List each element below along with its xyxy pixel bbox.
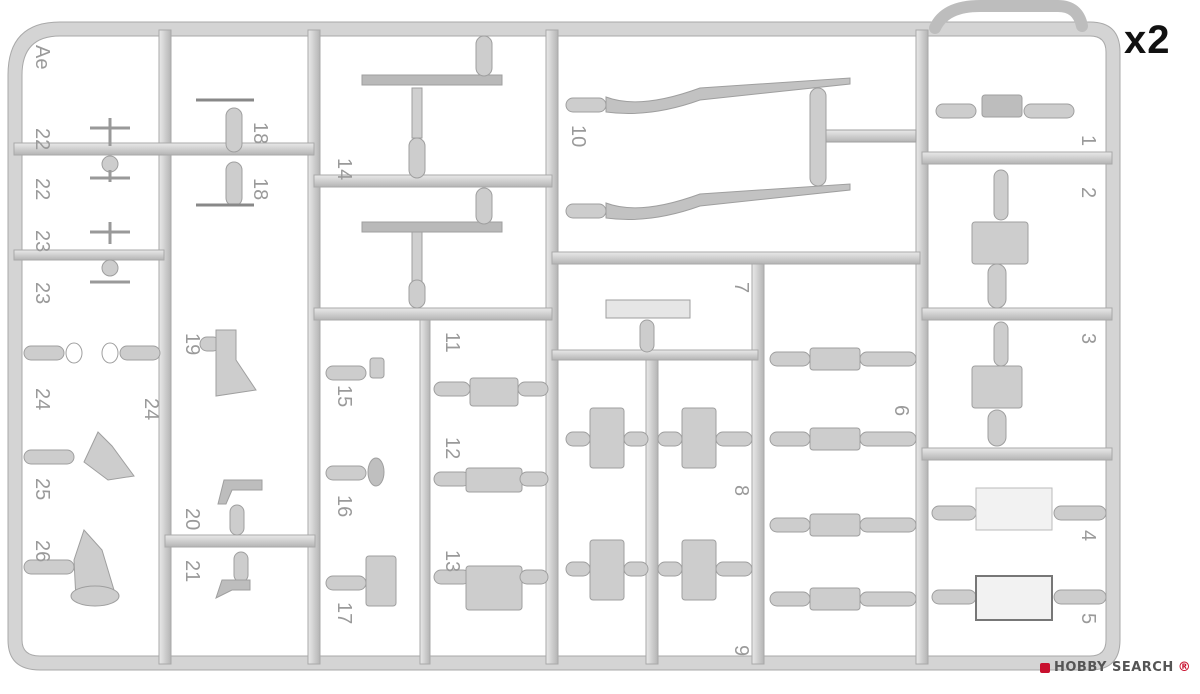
runner-v2 (307, 29, 321, 665)
part-number-4: 4 (1077, 530, 1099, 541)
runner-v4 (545, 29, 559, 665)
runner-v6 (751, 261, 765, 665)
part-number-5: 5 (1077, 613, 1099, 624)
part-number-16: 16 (333, 495, 355, 517)
part-number-8: 8 (730, 485, 752, 496)
part-number-11: 11 (441, 332, 463, 353)
watermark-text: HOBBY SEARCH (1054, 660, 1174, 675)
part-number-6: 6 (890, 405, 912, 416)
part-number-24: 24 (140, 398, 162, 420)
watermark-registered: ® (1177, 660, 1192, 675)
multiplier-label: x2 (1124, 18, 1171, 62)
part-number-22: 22 (31, 178, 53, 200)
part-number-20: 20 (181, 508, 203, 530)
sprue-code-label: Ae (31, 45, 53, 69)
part-number-7: 7 (730, 282, 752, 293)
part-number-17: 17 (333, 602, 355, 624)
part-number-21: 21 (181, 560, 203, 582)
part-number-1: 1 (1077, 135, 1099, 146)
part-number-13: 13 (441, 550, 463, 572)
part-number-22: 22 (31, 128, 53, 150)
part-number-19: 19 (181, 333, 203, 355)
watermark-logo-icon (1040, 662, 1050, 673)
part-number-23: 23 (31, 230, 53, 252)
part-number-10: 10 (567, 125, 589, 147)
part-number-2: 2 (1077, 187, 1099, 198)
part-number-14: 14 (333, 158, 355, 180)
outer-frame (7, 21, 1121, 671)
runner-v5 (645, 354, 659, 665)
runner-v7 (915, 29, 929, 665)
part-number-24: 24 (31, 388, 53, 410)
part-number-9: 9 (730, 645, 752, 656)
part-number-18: 18 (249, 178, 271, 200)
sprue-handle (929, 0, 1088, 34)
runner-v1 (158, 29, 172, 665)
part-number-25: 25 (31, 478, 53, 500)
part-number-26: 26 (31, 540, 53, 562)
part-number-15: 15 (333, 385, 355, 407)
part-number-12: 12 (441, 437, 463, 459)
watermark: HOBBY SEARCH ® (1040, 660, 1191, 675)
part-number-3: 3 (1077, 333, 1099, 344)
part-number-23: 23 (31, 282, 53, 304)
part-number-18: 18 (249, 122, 271, 144)
runner-v3 (419, 317, 431, 665)
